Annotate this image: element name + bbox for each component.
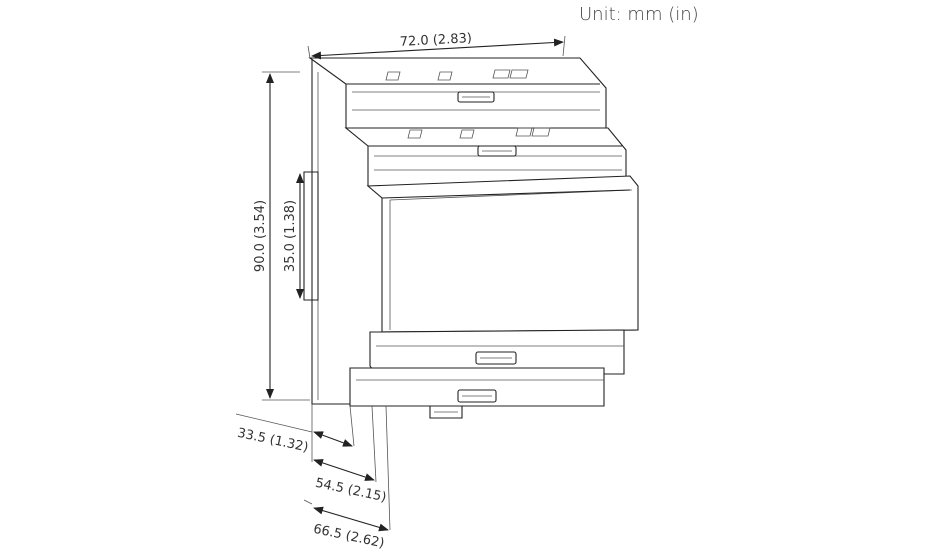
front-height-dimension: 35.0 (1.38) bbox=[283, 173, 304, 299]
width-dimension: 72.0 (2.83) bbox=[307, 31, 566, 60]
depth-2-label: 54.5 (2.15) bbox=[314, 476, 388, 506]
front-height-label: 35.0 (1.38) bbox=[283, 200, 298, 272]
depth-dimensions: 33.5 (1.32) 54.5 (2.15) 66.5 (2.62) bbox=[236, 404, 391, 551]
width-label: 72.0 (2.83) bbox=[399, 31, 472, 50]
middle-terminal-slots bbox=[407, 127, 551, 139]
upper-terminal-slots bbox=[385, 69, 529, 81]
upper-clip-icon bbox=[457, 91, 495, 103]
middle-clip-icon bbox=[477, 145, 517, 157]
bottom-clip-icon bbox=[457, 389, 497, 403]
rail-latch bbox=[429, 406, 463, 419]
height-dimension: 90.0 (3.54) bbox=[253, 71, 310, 401]
depth-1-label: 33.5 (1.32) bbox=[236, 426, 310, 456]
device-body bbox=[303, 57, 639, 419]
lower-clip-icon bbox=[475, 351, 517, 365]
height-label: 90.0 (3.54) bbox=[253, 200, 268, 272]
unit-label: Unit: mm (in) bbox=[579, 4, 699, 25]
